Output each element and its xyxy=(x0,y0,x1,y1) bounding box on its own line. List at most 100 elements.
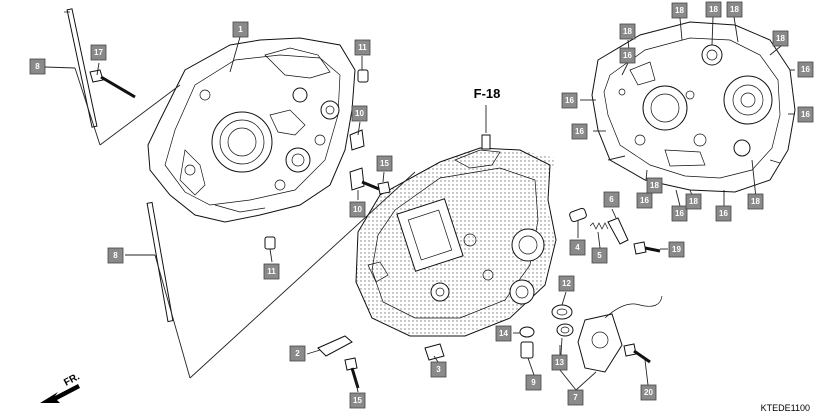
cable-clamp-upper xyxy=(349,129,365,151)
callout-16-b: 16 xyxy=(797,61,814,78)
bolt-20 xyxy=(623,343,651,364)
callout-18-a: 18 xyxy=(671,2,688,19)
bracket-3 xyxy=(424,343,445,361)
svg-text:18: 18 xyxy=(689,197,698,206)
svg-text:18: 18 xyxy=(623,27,632,36)
callout-16-h: 16 xyxy=(715,205,732,222)
right-crankcase-half xyxy=(355,105,557,337)
callout-2: 2 xyxy=(289,345,306,362)
svg-text:10: 10 xyxy=(353,205,362,214)
flange-bolt-17 xyxy=(89,69,136,99)
oil-seal-12 xyxy=(551,304,573,320)
svg-text:18: 18 xyxy=(709,5,718,14)
left-crankcase-half xyxy=(147,37,356,223)
svg-text:10: 10 xyxy=(355,109,364,118)
svg-text:19: 19 xyxy=(672,245,681,254)
washer-14 xyxy=(519,326,535,338)
stopper-arm-6 xyxy=(607,217,629,245)
o-ring-13 xyxy=(556,323,574,337)
front-arrow-icon xyxy=(40,384,80,403)
svg-text:15: 15 xyxy=(380,159,389,168)
callout-15-lower: 15 xyxy=(349,392,366,409)
setting-plate-2 xyxy=(317,335,353,357)
callout-6: 6 xyxy=(603,191,620,208)
callout-16-d: 16 xyxy=(797,106,814,123)
callout-19: 19 xyxy=(668,241,685,258)
spring-5 xyxy=(589,222,609,230)
callout-8-upper: 8 xyxy=(29,58,46,75)
callout-18-b: 18 xyxy=(705,1,722,18)
svg-text:18: 18 xyxy=(730,5,739,14)
callout-8-lower: 8 xyxy=(107,247,124,264)
callout-16-c: 16 xyxy=(561,92,578,109)
callout-10-lower: 10 xyxy=(349,201,366,218)
bolt-15-upper xyxy=(361,180,391,195)
callout-20: 20 xyxy=(640,384,657,401)
stopper-pin-4 xyxy=(569,207,587,223)
callout-4: 4 xyxy=(569,239,586,256)
callout-13: 13 xyxy=(551,354,568,371)
callout-16-a: 16 xyxy=(619,47,636,64)
svg-text:8: 8 xyxy=(113,251,118,260)
callout-16-g: 16 xyxy=(671,205,688,222)
svg-text:3: 3 xyxy=(436,365,441,374)
svg-text:16: 16 xyxy=(719,209,728,218)
front-direction-indicator: FR. xyxy=(40,371,82,403)
svg-text:1: 1 xyxy=(238,25,243,34)
callout-16-e: 16 xyxy=(571,123,588,140)
svg-text:16: 16 xyxy=(575,127,584,136)
callout-18-f: 18 xyxy=(646,177,663,194)
callout-17: 17 xyxy=(90,44,107,61)
bolt-15-lower xyxy=(344,357,360,389)
bolt-19 xyxy=(633,241,661,255)
svg-text:5: 5 xyxy=(597,251,602,260)
callout-14: 14 xyxy=(495,325,512,342)
svg-text:16: 16 xyxy=(801,65,810,74)
svg-text:16: 16 xyxy=(623,51,632,60)
svg-text:15: 15 xyxy=(353,396,362,405)
svg-text:18: 18 xyxy=(776,34,785,43)
dowel-pin-lower xyxy=(264,236,276,250)
svg-text:18: 18 xyxy=(650,181,659,190)
callout-12: 12 xyxy=(558,275,575,292)
callout-18-h: 18 xyxy=(747,193,764,210)
svg-text:13: 13 xyxy=(555,358,564,367)
crankcase-cover-gasket xyxy=(591,21,796,193)
svg-text:7: 7 xyxy=(573,393,578,402)
neutral-switch-7 xyxy=(577,295,663,373)
svg-text:11: 11 xyxy=(358,43,367,52)
cable-clamp-lower xyxy=(349,167,365,191)
svg-text:8: 8 xyxy=(35,62,40,71)
svg-text:14: 14 xyxy=(499,329,508,338)
callout-11-lower: 11 xyxy=(263,263,280,280)
callout-18-g: 18 xyxy=(685,193,702,210)
callout-15-upper: 15 xyxy=(376,155,393,172)
callout-5: 5 xyxy=(591,247,608,264)
callout-3: 3 xyxy=(430,361,447,378)
svg-text:18: 18 xyxy=(751,197,760,206)
svg-text:16: 16 xyxy=(675,209,684,218)
callout-10-upper: 10 xyxy=(351,105,368,122)
svg-text:9: 9 xyxy=(531,378,536,387)
svg-text:20: 20 xyxy=(644,388,653,397)
callout-18-d: 18 xyxy=(619,23,636,40)
drain-bolt-9 xyxy=(520,341,534,359)
callout-1: 1 xyxy=(232,21,249,38)
svg-text:6: 6 xyxy=(609,195,614,204)
svg-text:11: 11 xyxy=(267,267,276,276)
svg-text:2: 2 xyxy=(295,349,300,358)
callout-18-e: 18 xyxy=(772,30,789,47)
svg-text:12: 12 xyxy=(562,279,571,288)
svg-text:16: 16 xyxy=(801,110,810,119)
svg-text:16: 16 xyxy=(640,196,649,205)
callout-18-c: 18 xyxy=(726,1,743,18)
drawing-code: KTEDE1100 xyxy=(761,403,810,413)
dowel-pin-upper xyxy=(357,69,369,83)
svg-text:18: 18 xyxy=(675,6,684,15)
callout-11-upper: 11 xyxy=(354,39,371,56)
svg-text:4: 4 xyxy=(575,243,580,252)
reference-label: F-18 xyxy=(474,86,501,101)
callout-16-f: 16 xyxy=(636,192,653,209)
callout-9: 9 xyxy=(525,374,542,391)
